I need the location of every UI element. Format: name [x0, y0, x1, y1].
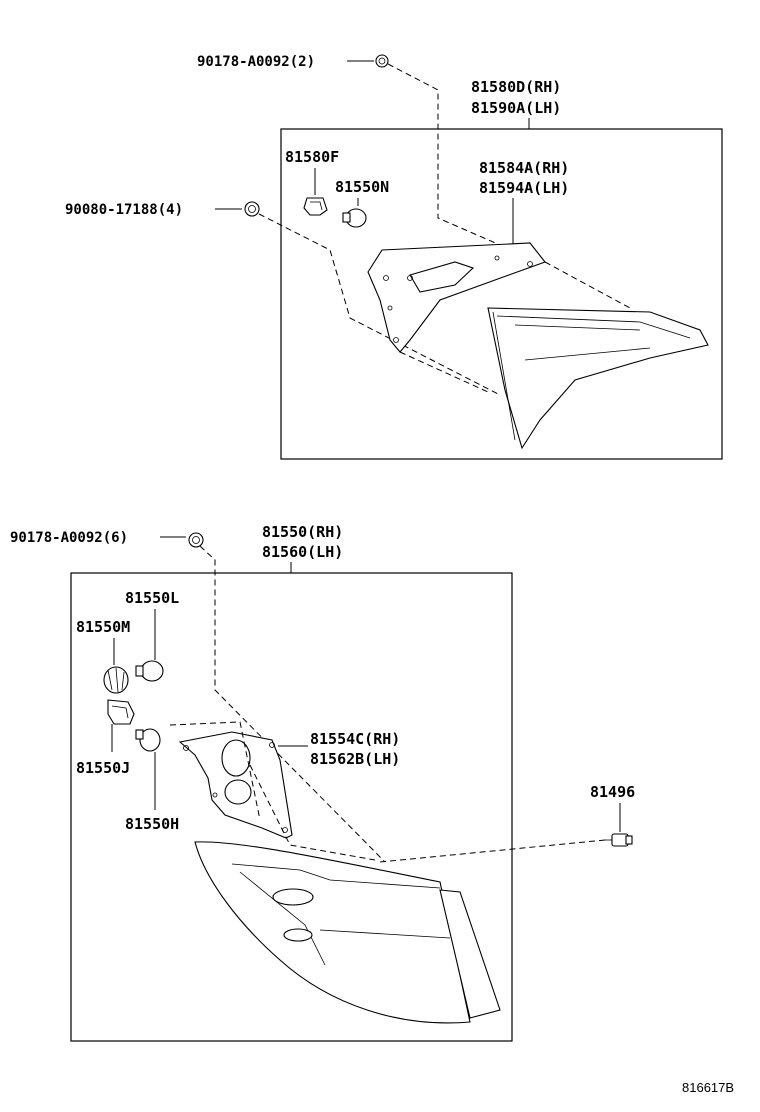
lower-bulb-l-label: 81550L: [125, 589, 179, 607]
upper-assembly-box: [280, 128, 723, 460]
upper-main-part-lh-label: 81590A(LH): [471, 99, 561, 117]
gasket-plate: [367, 242, 546, 353]
upper-screw-top-label: 90178-A0092(2): [197, 54, 315, 70]
lower-gasket-rh-label: 81554C(RH): [310, 730, 400, 748]
lower-socket-m-label: 81550M: [76, 618, 130, 636]
lower-screw-dashline: [199, 545, 386, 863]
screw-icon: [375, 54, 389, 68]
lower-screw-label: 90178-A0092(6): [10, 530, 128, 546]
reference-code: 816617B: [682, 1080, 734, 1095]
lower-gasket-dashline-a: [169, 721, 261, 821]
gasket-plate: [178, 731, 293, 839]
clip-dashline: [379, 839, 606, 863]
screw-icon: [244, 201, 260, 217]
bulb-icon: [135, 728, 161, 752]
lower-assembly: 81550(RH) 81560(LH) 90178-A0092(6) 81550…: [10, 523, 513, 1042]
rear-lamp-lens: [194, 841, 501, 1024]
upper-bulb-label: 81550N: [335, 178, 389, 196]
lower-gasket-lh-label: 81562B(LH): [310, 750, 400, 768]
screw-icon: [188, 532, 204, 548]
upper-socket-label: 81580F: [285, 148, 339, 166]
socket-icon: [103, 666, 129, 694]
rear-lamp-lens: [487, 307, 709, 450]
lower-main-part-lh-label: 81560(LH): [262, 543, 343, 561]
upper-assembly: 81580D(RH) 81590A(LH) 90178-A0092(2) 900…: [65, 54, 723, 460]
upper-gasket-lh-label: 81594A(LH): [479, 179, 569, 197]
upper-gasket-rh-label: 81584A(RH): [479, 159, 569, 177]
upper-screw-top-dashline: [387, 63, 501, 246]
clip-label: 81496: [590, 783, 635, 801]
lower-socket-j-label: 81550J: [76, 759, 130, 777]
clip-icon: [605, 833, 633, 847]
upper-screw-side-label: 90080-17188(4): [65, 202, 183, 218]
clip-part: 81496: [379, 783, 635, 863]
socket-icon: [107, 699, 135, 725]
upper-main-part-rh-label: 81580D(RH): [471, 78, 561, 96]
upper-lens-dashline-b: [399, 351, 489, 393]
upper-lens-dashline-a: [544, 261, 631, 309]
lower-main-part-rh-label: 81550(RH): [262, 523, 343, 541]
bulb-icon: [342, 208, 367, 228]
lower-bulb-h-label: 81550H: [125, 815, 179, 833]
upper-screw-side-dashline: [258, 213, 501, 396]
socket-icon: [303, 197, 328, 216]
bulb-icon: [135, 660, 164, 682]
